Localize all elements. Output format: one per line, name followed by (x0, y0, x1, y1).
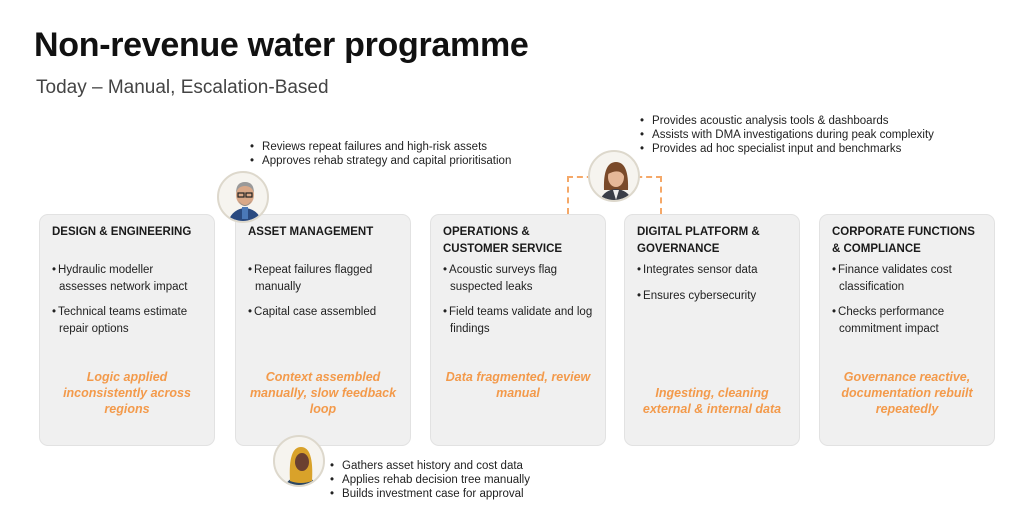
card-bullet: Checks performance commitment impact (832, 304, 982, 337)
persona-note: Approves rehab strategy and capital prio… (250, 154, 511, 168)
persona-note: Provides ad hoc specialist input and ben… (640, 142, 934, 156)
persona-note: Reviews repeat failures and high-risk as… (250, 140, 511, 154)
woman-avatar-icon (588, 150, 640, 202)
card-bullet: Ensures cybersecurity (637, 288, 787, 305)
page-title: Non-revenue water programme (34, 26, 529, 64)
pain-point: Governance reactive, documentation rebui… (841, 370, 973, 416)
card-title: CORPORATE FUNCTIONS & COMPLIANCE (832, 226, 975, 255)
card-asset-management: ASSET MANAGEMENT Repeat failures flagged… (235, 214, 411, 446)
persona-note: Applies rehab decision tree manually (330, 473, 530, 487)
persona-note: Gathers asset history and cost data (330, 459, 530, 473)
card-bullet: Capital case assembled (248, 304, 398, 321)
persona-note: Assists with DMA investigations during p… (640, 128, 934, 142)
card-title: DESIGN & ENGINEERING (52, 226, 192, 238)
pain-point: Ingesting, cleaning external & internal … (642, 386, 782, 416)
card-bullet: Integrates sensor data (637, 262, 787, 279)
persona-note: Provides acoustic analysis tools & dashb… (640, 114, 934, 128)
persona-notes: Gathers asset history and cost data Appl… (330, 459, 530, 501)
page-subtitle: Today – Manual, Escalation-Based (36, 77, 329, 98)
card-operations: OPERATIONS & CUSTOMER SERVICE Acoustic s… (430, 214, 606, 446)
pain-point: Context assembled manually, slow feedbac… (249, 370, 397, 416)
card-title: ASSET MANAGEMENT (248, 226, 374, 238)
pain-point: Data fragmented, review manual (445, 370, 591, 400)
older-man-avatar-icon (217, 171, 269, 223)
woman-hijab-avatar-icon (273, 435, 325, 487)
card-bullet: Acoustic surveys flag suspected leaks (443, 262, 593, 295)
card-bullet: Hydraulic modeller assesses network impa… (52, 262, 202, 295)
card-design-engineering: DESIGN & ENGINEERING Hydraulic modeller … (39, 214, 215, 446)
persona-notes: Provides acoustic analysis tools & dashb… (640, 114, 934, 156)
card-bullet: Finance validates cost classification (832, 262, 982, 295)
pain-point: Logic applied inconsistently across regi… (63, 370, 191, 416)
card-corporate-functions: CORPORATE FUNCTIONS & COMPLIANCE Finance… (819, 214, 995, 446)
card-bullet: Technical teams estimate repair options (52, 304, 202, 337)
card-title: OPERATIONS & CUSTOMER SERVICE (443, 226, 563, 255)
card-digital-platform: DIGITAL PLATFORM & GOVERNANCE Integrates… (624, 214, 800, 446)
persona-notes: Reviews repeat failures and high-risk as… (250, 140, 511, 168)
card-bullet: Repeat failures flagged manually (248, 262, 398, 295)
persona-note: Builds investment case for approval (330, 487, 530, 501)
card-bullet: Field teams validate and log findings (443, 304, 593, 337)
card-title: DIGITAL PLATFORM & GOVERNANCE (637, 226, 760, 255)
